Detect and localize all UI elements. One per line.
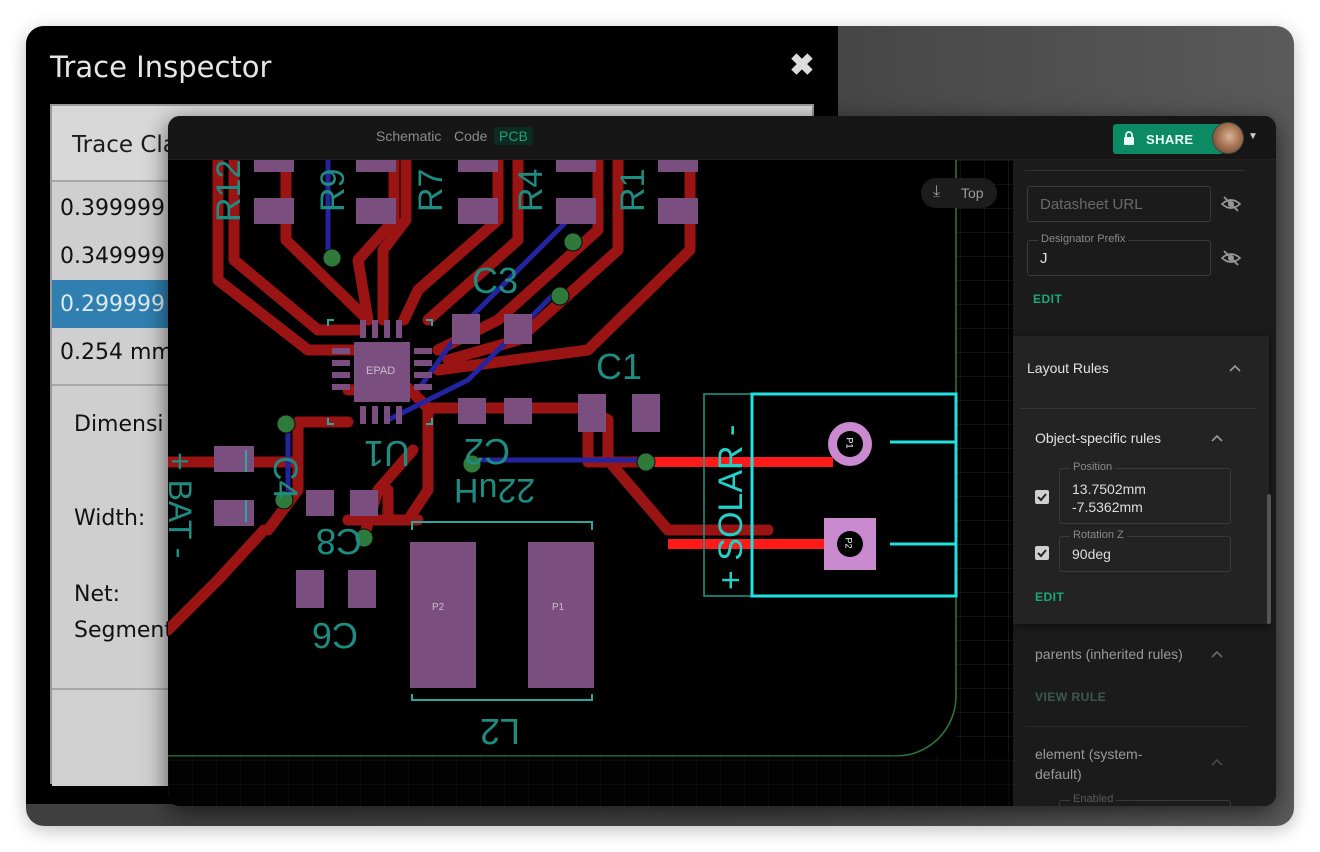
datasheet-url-placeholder: Datasheet URL	[1040, 196, 1143, 213]
divider	[1019, 408, 1257, 409]
rotation-z-label: Rotation Z	[1070, 529, 1127, 541]
position-rule-checkbox[interactable]	[1035, 490, 1049, 504]
width-label: Width:	[74, 506, 146, 531]
datasheet-url-field[interactable]: Datasheet URL	[1027, 186, 1211, 222]
trace-width-value: 0.299999	[60, 292, 165, 317]
pcb-label-r1: R1	[614, 168, 652, 212]
pcb-label-c6: C6	[312, 615, 359, 656]
share-label: SHARE	[1146, 132, 1194, 147]
visibility-off-icon[interactable]	[1221, 196, 1241, 212]
designator-prefix-value: J	[1040, 250, 1048, 267]
net-label: Net:	[74, 582, 121, 607]
edit-properties-button[interactable]: EDIT	[1033, 292, 1063, 306]
divider	[1025, 726, 1247, 727]
rotation-rule-checkbox[interactable]	[1035, 546, 1049, 560]
tab-schematic[interactable]: Schematic	[376, 128, 442, 144]
trace-width-value: 0.349999	[60, 244, 165, 269]
pcb-label-epad: EPAD	[366, 365, 396, 377]
pcb-label-r4: R4	[512, 168, 550, 212]
trace-width-row[interactable]: 0.254 mm	[52, 328, 812, 376]
parents-rules-heading: parents (inherited rules)	[1035, 646, 1183, 662]
chevron-up-icon[interactable]	[1229, 364, 1241, 372]
sidebar-scrollbar[interactable]	[1267, 494, 1271, 624]
pcb-label-c8: C8	[316, 521, 363, 562]
pcb-canvas[interactable]: R12 R9 R7 R4 R1 C3 C1 U1 C2 22uH C4 C8 C…	[168, 160, 1013, 806]
enabled-field[interactable]: Enabled	[1059, 793, 1231, 806]
pcb-pad-label-p1: P1	[552, 602, 565, 613]
app-frame: Trace Inspector ✖ Trace Cla 0.399999 0.3…	[26, 26, 1294, 826]
element-rules-heading-cont: default)	[1035, 766, 1082, 782]
pcb-label-c1: C1	[596, 346, 643, 387]
pcb-label-r7: R7	[412, 168, 450, 212]
designator-prefix-field[interactable]: Designator Prefix J	[1027, 233, 1211, 276]
pcb-label-r12: R12	[210, 159, 248, 222]
pcb-editor-window: Schematic Code PCB SHARE ▼	[168, 116, 1276, 806]
chevron-up-icon[interactable]	[1211, 434, 1223, 442]
chevron-up-icon[interactable]	[1211, 758, 1223, 766]
pcb-label-c2: C2	[464, 431, 511, 472]
tab-code[interactable]: Code	[454, 128, 488, 144]
editor-topbar: Schematic Code PCB SHARE ▼	[168, 116, 1276, 160]
rotation-z-field[interactable]: Rotation Z 90deg	[1059, 529, 1231, 572]
position-field[interactable]: Position 13.7502mm -7.5362mm	[1059, 461, 1231, 524]
view-rules-button[interactable]: VIEW RULE	[1035, 690, 1107, 704]
pcb-label-bat: + BAT -	[168, 452, 198, 558]
pcb-label-l2: L2	[480, 711, 521, 752]
trace-width-row[interactable]: 0.399999	[52, 184, 812, 232]
dimension-label: Dimensi	[74, 412, 164, 437]
pcb-label-c3: C3	[472, 260, 519, 301]
enabled-label: Enabled	[1070, 793, 1117, 805]
pcb-label-c4: C4	[266, 456, 304, 500]
rotation-z-value: 90deg	[1072, 546, 1111, 562]
pcb-pad-label-p1: P1	[844, 437, 855, 449]
object-rules-heading: Object-specific rules	[1035, 430, 1162, 446]
trace-width-value: 0.254 mm	[60, 340, 173, 365]
designator-prefix-label: Designator Prefix	[1038, 233, 1129, 245]
tab-pcb[interactable]: PCB	[494, 127, 533, 145]
pcb-pad-label-p2: P2	[843, 537, 854, 549]
pcb-label-solar: + SOLAR -	[712, 424, 750, 590]
inspector-title: Trace Inspector	[50, 50, 272, 84]
close-icon[interactable]: ✖	[789, 49, 815, 82]
layout-rules-card: Layout Rules Object-specific rules Posit…	[1013, 336, 1269, 624]
pcb-label-r9: R9	[314, 168, 352, 212]
chevron-down-icon[interactable]: ▼	[1248, 131, 1258, 142]
trace-width-value: 0.399999	[60, 196, 165, 221]
layout-rules-heading: Layout Rules	[1027, 360, 1109, 376]
pcb-board-drawing[interactable]	[168, 160, 1013, 806]
view-side-toggle[interactable]: ⤓ Top	[921, 178, 997, 208]
segment-label: Segment	[74, 618, 173, 643]
view-side-label: Top	[961, 185, 984, 201]
position-label: Position	[1070, 461, 1116, 473]
trace-width-row[interactable]: 0.349999	[52, 232, 812, 280]
element-rules-heading: element (system-	[1035, 746, 1143, 762]
position-y-value: -7.5362mm	[1072, 499, 1143, 515]
pcb-label-u1: U1	[364, 433, 411, 474]
pcb-pad-label-p2: P2	[432, 602, 445, 613]
edit-rules-button[interactable]: EDIT	[1035, 590, 1065, 604]
inspector-sidebar: Datasheet URL Designator Prefix J EDIT L…	[1013, 160, 1276, 806]
trace-class-header-label: Trace Cla	[72, 132, 177, 158]
avatar[interactable]	[1212, 122, 1244, 154]
position-x-value: 13.7502mm	[1072, 481, 1146, 497]
visibility-off-icon[interactable]	[1221, 250, 1241, 266]
download-icon: ⤓	[933, 183, 941, 200]
lock-icon	[1124, 131, 1134, 145]
divider	[1025, 170, 1245, 171]
share-button[interactable]: SHARE	[1113, 124, 1223, 154]
pcb-label-c2-value: 22uH	[454, 471, 536, 509]
chevron-up-icon[interactable]	[1211, 650, 1223, 658]
